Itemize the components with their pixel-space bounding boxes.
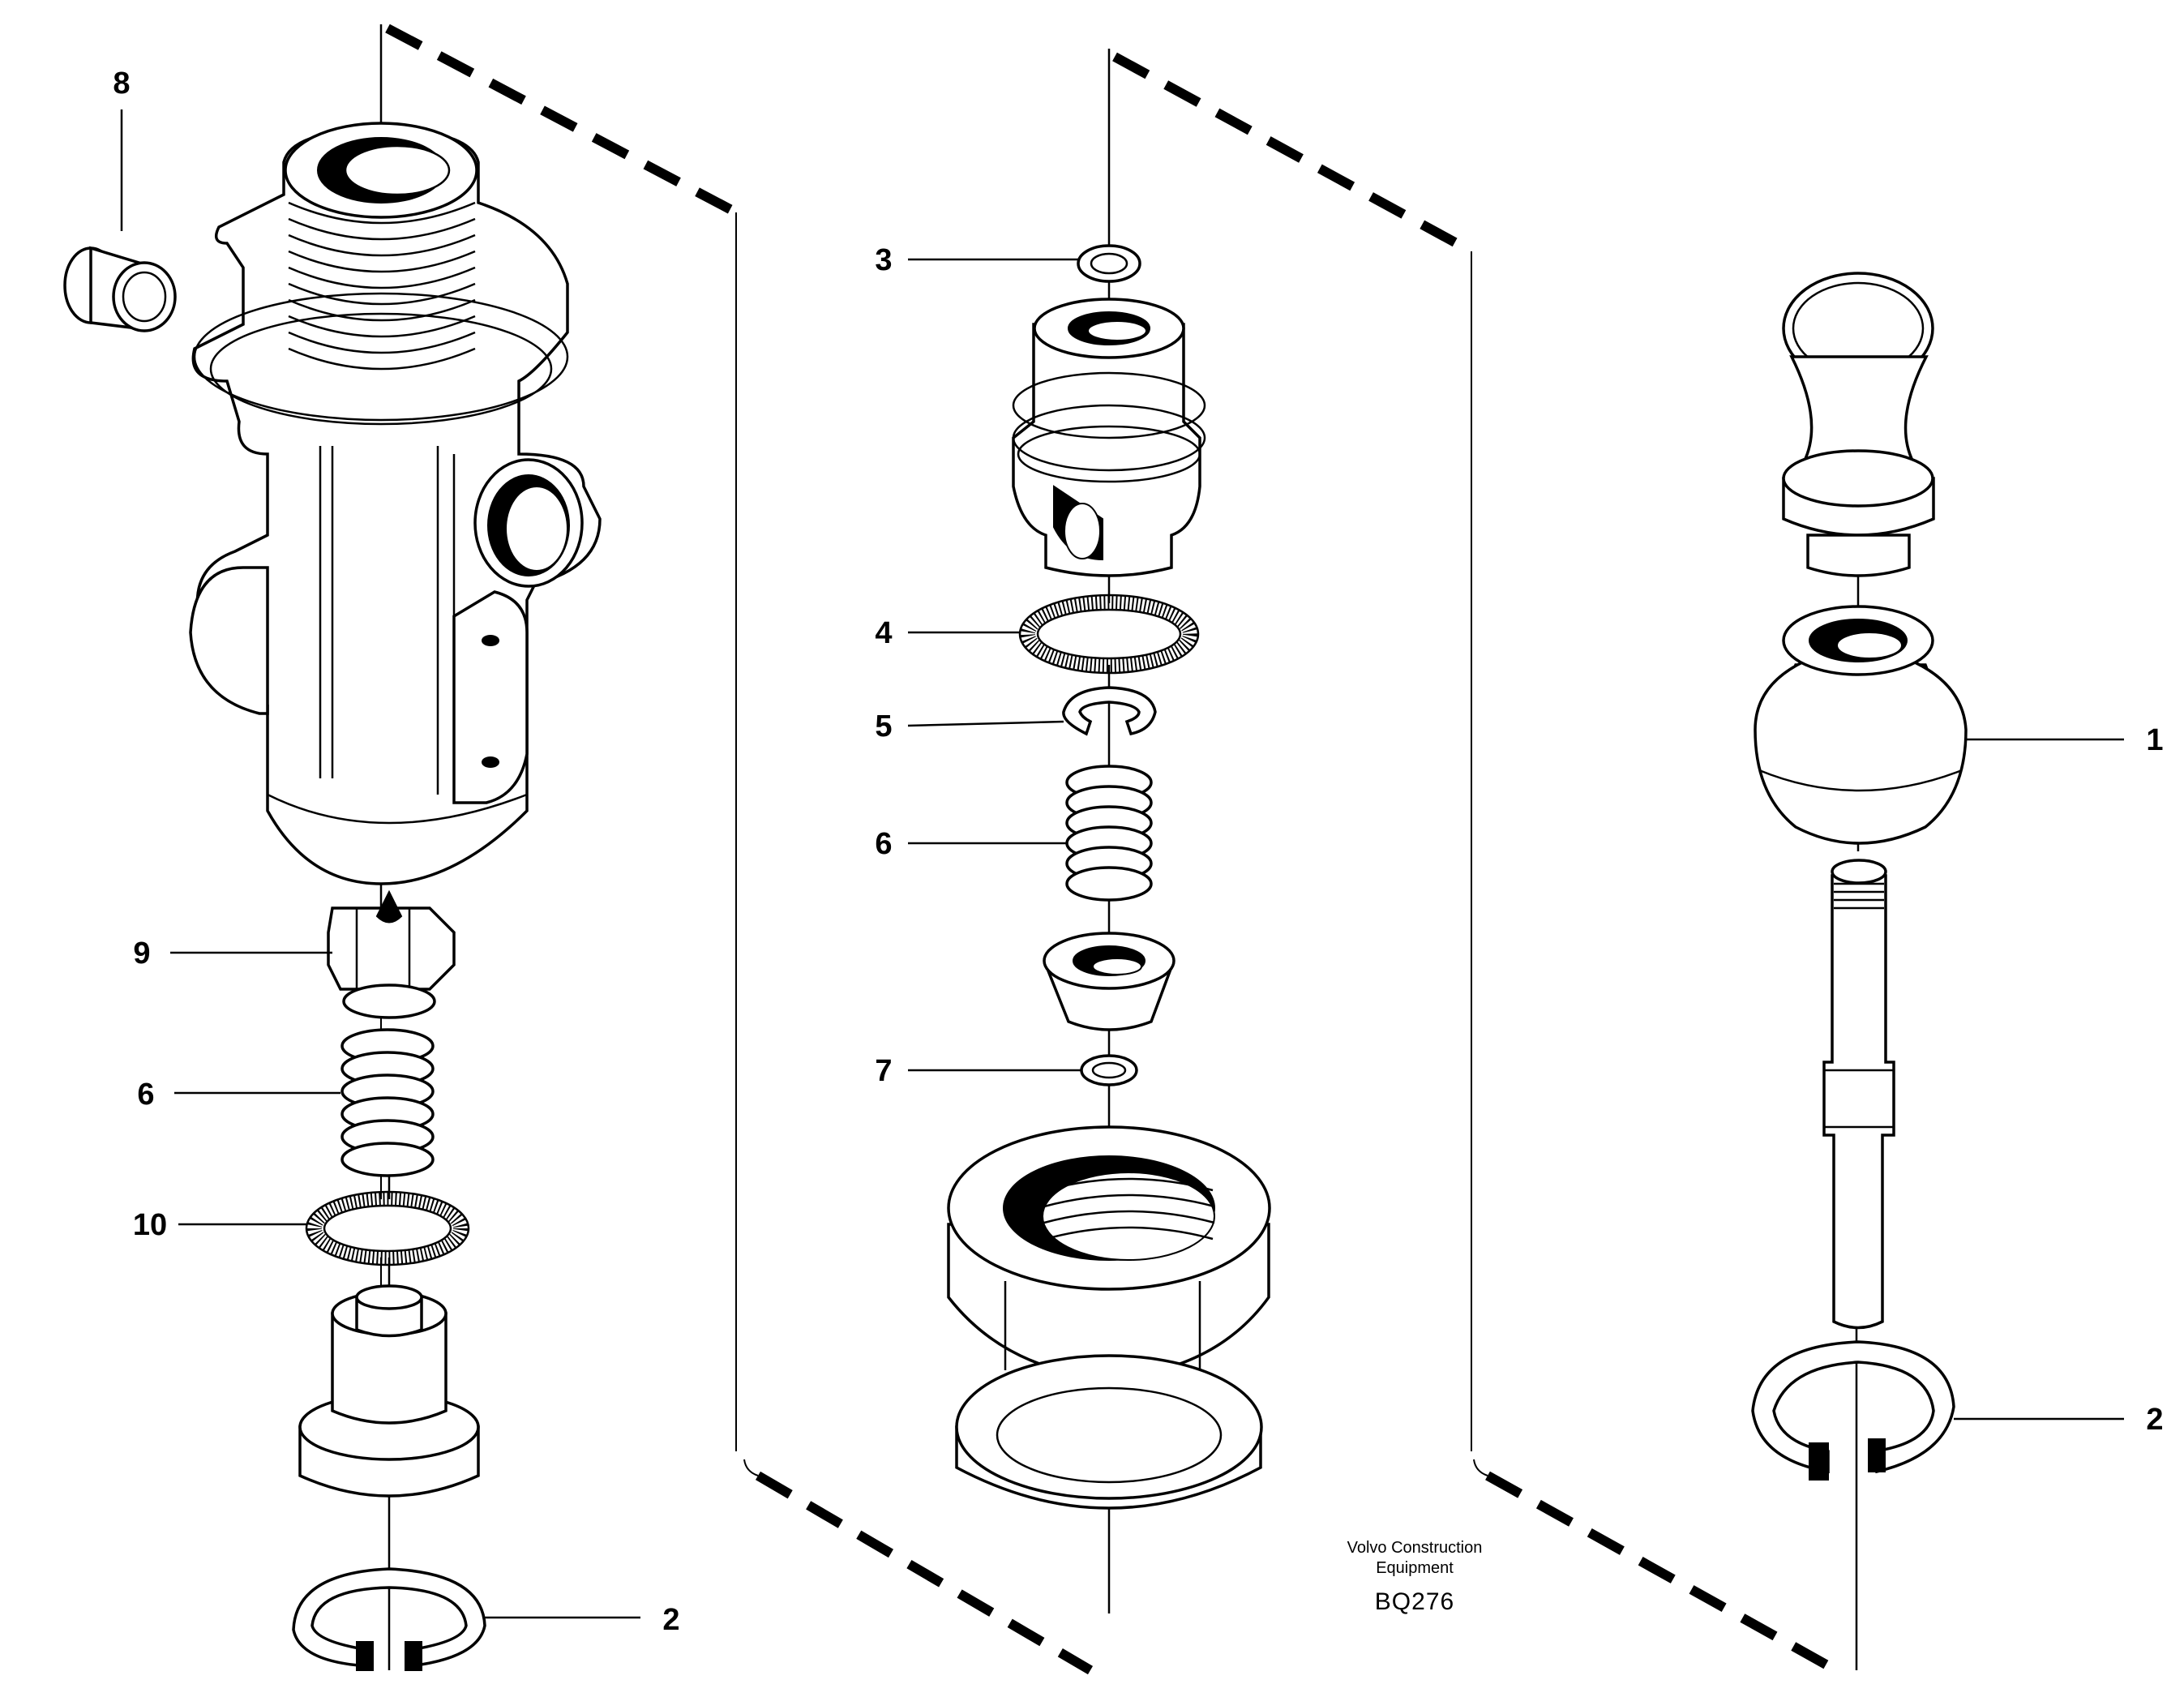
callout-6-center: 6 bbox=[875, 827, 892, 861]
part-9-valve-seat bbox=[327, 889, 456, 1019]
valve-cartridge bbox=[1012, 298, 1206, 577]
callout-8: 8 bbox=[113, 66, 130, 101]
spring-seat bbox=[1043, 932, 1176, 1031]
part-6-spring-left bbox=[340, 1028, 435, 1177]
part-2-snap-ring-right bbox=[1751, 1340, 1955, 1481]
large-hex-nut bbox=[947, 1125, 1271, 1380]
callout-5: 5 bbox=[875, 709, 892, 744]
figure-caption: Volvo Construction Equipment BQ276 bbox=[1347, 1539, 1483, 1615]
callout-2-left: 2 bbox=[662, 1603, 679, 1637]
callout-6-left: 6 bbox=[137, 1078, 154, 1112]
callout-10: 10 bbox=[133, 1208, 167, 1242]
flat-washer bbox=[955, 1354, 1263, 1510]
knob bbox=[1782, 272, 1935, 577]
part-2-snap-ring-left bbox=[292, 1567, 486, 1671]
part-7-o-ring bbox=[1080, 1054, 1138, 1086]
part-10-seal-ring bbox=[305, 1190, 470, 1266]
part-8-bushing bbox=[63, 246, 177, 332]
part-4-seal-ring bbox=[1018, 594, 1200, 675]
caption-line-1: Volvo Construction bbox=[1347, 1539, 1483, 1557]
part-1-handle-ball bbox=[1754, 605, 1968, 846]
callout-9: 9 bbox=[133, 936, 150, 971]
leader-lines bbox=[120, 109, 2124, 1619]
plunger bbox=[298, 1284, 480, 1498]
stem bbox=[1822, 859, 1895, 1330]
caption-line-2: Equipment bbox=[1376, 1559, 1454, 1577]
callout-7: 7 bbox=[875, 1054, 892, 1088]
callout-4: 4 bbox=[875, 616, 892, 650]
part-6-spring-center bbox=[1065, 765, 1153, 902]
figure-code: BQ276 bbox=[1375, 1588, 1454, 1615]
callout-2-right: 2 bbox=[2146, 1403, 2163, 1437]
part-5-circlip bbox=[1062, 686, 1157, 736]
valve-housing bbox=[189, 122, 602, 885]
callout-3: 3 bbox=[875, 243, 892, 277]
callout-numbers: 8 9 6 10 2 3 4 5 6 7 1 2 bbox=[113, 66, 2163, 1637]
part-3-o-ring bbox=[1077, 244, 1141, 283]
callout-1: 1 bbox=[2146, 723, 2163, 757]
